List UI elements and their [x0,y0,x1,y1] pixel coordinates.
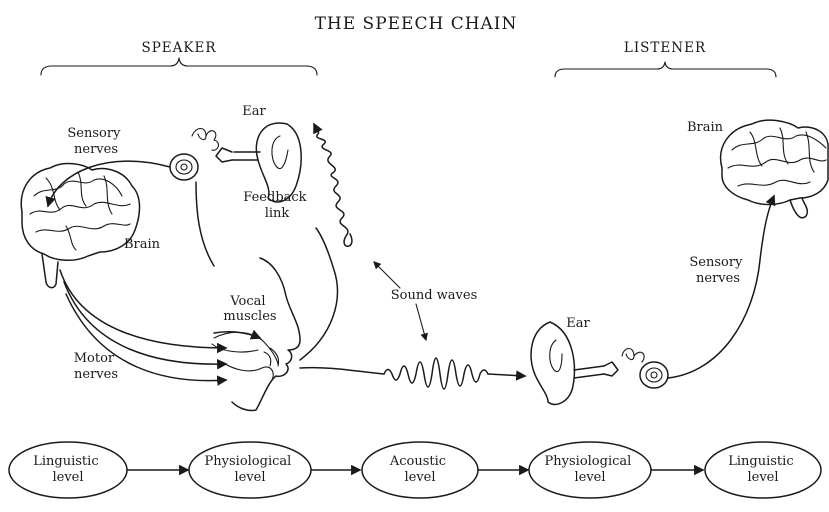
level-node-2: Physiological level [189,442,311,498]
speaker-brace [41,58,317,75]
motor-nerves-line2: nerves [74,367,118,382]
level-3-line2: level [404,470,435,485]
level-2-line1: Physiological [205,454,292,469]
listener-ear-label: Ear [566,316,590,331]
listener-ear-illustration [531,322,668,404]
sound-waves-label: Sound waves [391,288,478,303]
speaker-brain-label: Brain [124,237,161,252]
speaker-sensory-nerves-line1: Sensory [67,126,121,141]
sound-waves-pointer-main [416,304,426,340]
listener-heading: LISTENER [624,40,706,56]
vocal-muscles-line2: muscles [223,309,276,324]
level-node-4: Physiological level [529,442,651,498]
speaker-brain-illustration [21,164,139,288]
level-flow: Linguistic level Physiological level Aco… [9,442,821,498]
speaker-head-illustration [212,258,300,411]
speaker-heading: SPEAKER [141,40,216,56]
svg-text:Linguistic level: Linguistic level [728,454,798,485]
speaker-mouth-output-line [300,368,384,374]
speaker-ear-label: Ear [242,104,266,119]
svg-text:Acoustic level: Acoustic level [389,454,450,485]
feedback-link-label: Feedback link [243,190,310,221]
vocal-muscles-label: Vocal muscles [223,294,276,324]
listener-brace [555,62,776,77]
feedback-link-line2: link [265,206,290,221]
level-5-line1: Linguistic [728,454,793,469]
speaker-sensory-nerves-line2: nerves [74,142,118,157]
listener-sensory-nerves-label: Sensory nerves [689,255,746,286]
motor-nerves-label: Motor nerves [74,351,119,382]
diagram-title: THE SPEECH CHAIN [315,14,518,34]
level-1-line1: Linguistic [33,454,98,469]
listener-brain-illustration [721,120,829,218]
listener-sensory-nerves-line1: Sensory [689,255,743,270]
listener-brain-label: Brain [687,120,724,135]
sound-wave-to-listener-line [488,374,525,376]
level-2-line2: level [234,470,265,485]
level-4-line1: Physiological [545,454,632,469]
svg-text:Linguistic level: Linguistic level [33,454,103,485]
sensory-nerve-path [48,161,170,206]
main-sound-wave [384,358,488,389]
feedback-sound-wave [314,124,352,246]
level-node-3: Acoustic level [362,442,478,498]
svg-text:Physiological level: Physiological level [545,454,636,485]
level-5-line2: level [747,470,778,485]
level-4-line2: level [574,470,605,485]
level-1-line2: level [52,470,83,485]
svg-text:Physiological level: Physiological level [205,454,296,485]
vocal-muscles-line1: Vocal [229,294,265,309]
listener-sensory-nerve-path [668,196,774,378]
listener-sensory-nerves-line2: nerves [696,271,740,286]
level-node-1: Linguistic level [9,442,127,498]
motor-nerves-line1: Motor [74,351,115,366]
level-node-5: Linguistic level [705,442,821,498]
speaker-sensory-nerves-label: Sensory nerves [67,126,124,157]
feedback-link-line1: Feedback [243,190,306,205]
sound-waves-pointer-feedback [374,262,400,288]
motor-nerve-path-upper [60,270,226,348]
level-3-line1: Acoustic [389,454,446,469]
